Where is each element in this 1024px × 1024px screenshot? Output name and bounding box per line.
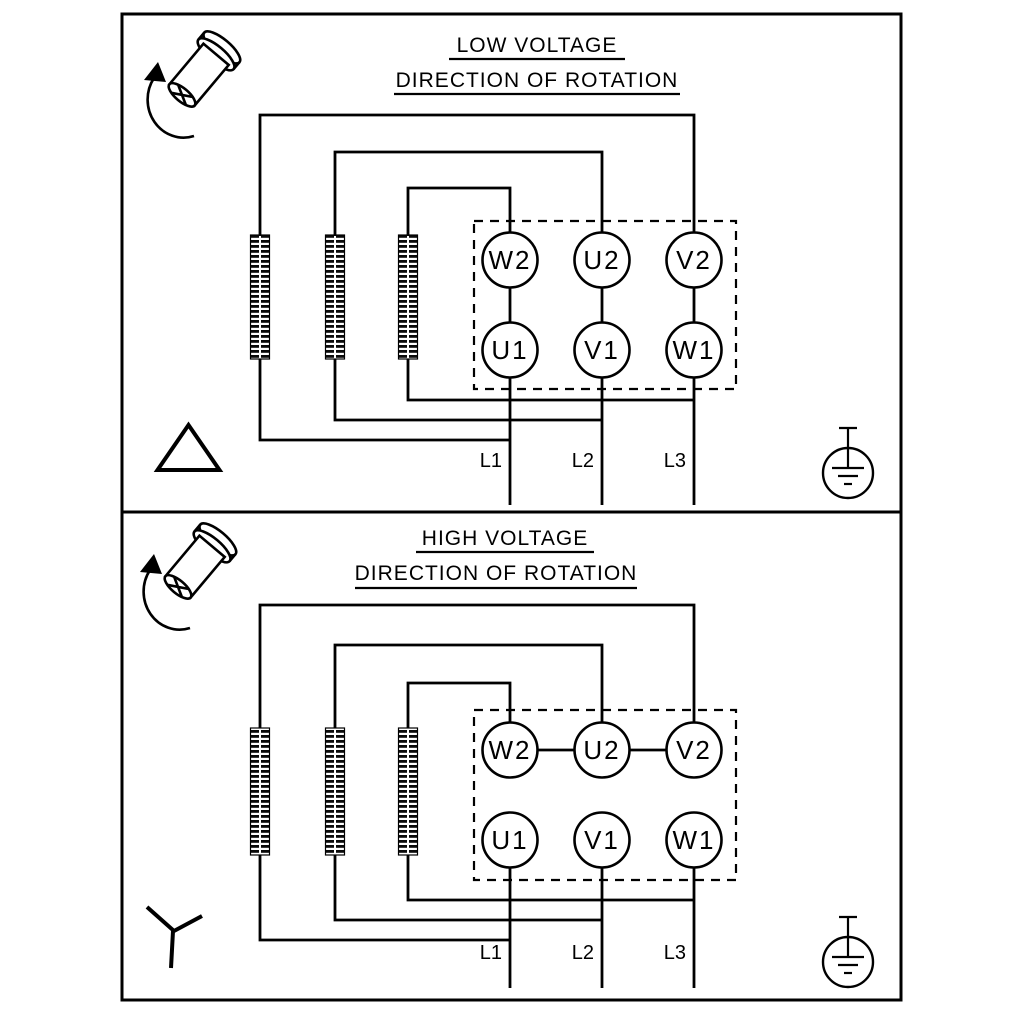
terminal-u2-circle	[573, 721, 631, 779]
rotation-arrow-head-icon	[144, 62, 166, 82]
terminal-v2-circle	[665, 231, 723, 289]
terminal-label: V2	[676, 735, 712, 765]
supply-label-l3: L3	[664, 450, 686, 472]
ground-circle	[821, 935, 875, 989]
terminal-label: U2	[583, 735, 620, 765]
terminal-label: V2	[676, 245, 712, 275]
panel-subtitle: DIRECTION OF ROTATION	[396, 69, 679, 92]
terminal-v2-circle	[665, 721, 723, 779]
rotation-direction-arrow-icon	[142, 569, 191, 631]
terminal-board-outline	[472, 708, 738, 882]
supply-label-l2: L2	[572, 942, 594, 964]
wire-coil3-top-to-w2	[406, 186, 512, 236]
star-connection-icon	[145, 905, 203, 969]
terminal-label: U1	[491, 335, 528, 365]
wire-coil2-bottom-to-l2	[333, 359, 602, 422]
terminal-w1-circle	[665, 321, 723, 379]
shaft-center-cross-icon	[167, 576, 189, 597]
terminal-label: U2	[583, 245, 620, 275]
terminal-label: U1	[491, 825, 528, 855]
terminal-v1-circle	[573, 321, 631, 379]
wire-coil3-bottom-to-l3	[406, 855, 694, 902]
panel-low-voltage: LOW VOLTAGE DIRECTION OF ROTATION	[144, 30, 875, 505]
terminal-u1-circle	[481, 811, 539, 869]
earth-ground-icon	[821, 426, 875, 500]
terminal-label: V1	[584, 825, 620, 855]
shaft-center-cross-icon	[171, 84, 193, 105]
terminal-w2-circle	[481, 231, 539, 289]
panel-title: HIGH VOLTAGE	[422, 527, 588, 550]
supply-label-l1: L1	[480, 942, 502, 964]
rotation-arrow-head-icon	[140, 554, 162, 574]
supply-label-l3: L3	[664, 942, 686, 964]
supply-label-l2: L2	[572, 450, 594, 472]
wire-coil1-top-to-v2	[258, 113, 696, 236]
diagram-border	[120, 12, 903, 1002]
terminal-label: W2	[489, 735, 532, 765]
wire-coil1-top-to-v2	[258, 603, 696, 730]
terminal-label: V1	[584, 335, 620, 365]
ground-circle	[821, 446, 875, 500]
panel-subtitle: DIRECTION OF ROTATION	[355, 562, 638, 585]
wire-coil2-top-to-u2	[333, 643, 604, 730]
motor-shaft-icon	[144, 30, 242, 139]
earth-ground-icon	[821, 915, 875, 989]
terminal-u2-circle	[573, 231, 631, 289]
rotation-direction-arrow-icon	[146, 77, 195, 139]
wire-coil2-top-to-u2	[333, 150, 604, 236]
terminal-v1-circle	[573, 811, 631, 869]
terminal-label: W2	[489, 245, 532, 275]
terminal-u1-circle	[481, 321, 539, 379]
delta-connection-icon	[153, 421, 224, 472]
terminal-w2-circle	[481, 721, 539, 779]
terminal-w1-circle	[665, 811, 723, 869]
terminal-label: W1	[673, 825, 716, 855]
wire-coil2-bottom-to-l2	[333, 855, 602, 922]
wire-coil3-bottom-to-l3	[406, 359, 694, 402]
wire-coil1-bottom-to-l1	[258, 855, 510, 942]
supply-label-l1: L1	[480, 450, 502, 472]
terminal-label: W1	[673, 335, 716, 365]
wire-coil3-top-to-w2	[406, 681, 512, 730]
panel-title: LOW VOLTAGE	[457, 34, 618, 57]
terminal-board-outline	[472, 219, 738, 391]
motor-shaft-icon	[140, 522, 238, 631]
wire-coil1-bottom-to-l1	[258, 359, 510, 442]
panel-high-voltage: HIGH VOLTAGE DIRECTION OF ROTATION	[140, 522, 875, 989]
